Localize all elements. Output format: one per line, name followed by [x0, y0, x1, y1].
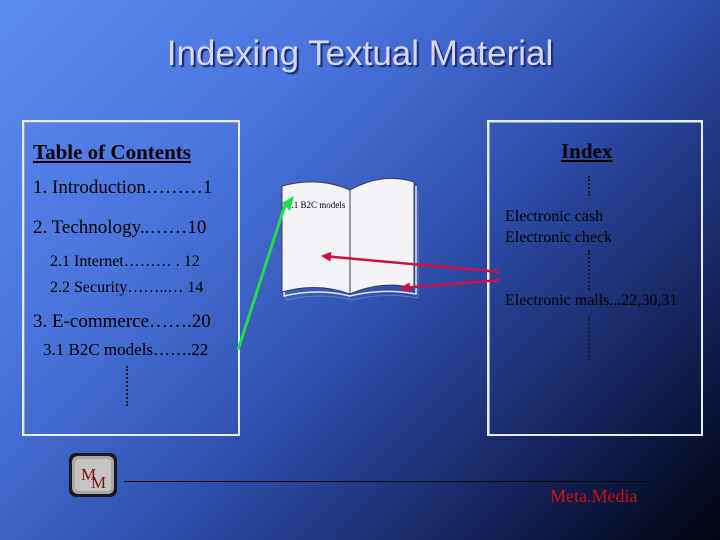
index-dots-middle: [588, 250, 590, 290]
index-panel: [487, 120, 703, 436]
toc-entry-security: 2.2 Security……..… 14: [50, 279, 204, 296]
toc-entry-internet: 2.1 Internet……… . 12: [50, 253, 200, 270]
index-dots-bottom: [588, 316, 590, 360]
brand-name: Meta.Media: [550, 486, 638, 506]
book-page-label: 3.1 B2C models: [287, 200, 346, 210]
slide-title: Indexing Textual Material: [166, 34, 554, 73]
logo-letter-1: M: [81, 465, 96, 484]
index-heading: Index: [561, 139, 612, 164]
index-heading-text: Index: [561, 139, 613, 163]
index-entry-electronic-malls: Electronic malls...22,30,31: [505, 292, 678, 309]
toc-entry-introduction: 1. Introduction………1: [33, 177, 213, 198]
toc-entry-ecommerce: 3. E-commerce…….20: [33, 311, 211, 332]
footer-rule: [124, 481, 650, 482]
index-entry-electronic-cash: Electronic cash: [505, 208, 604, 225]
toc-entry-technology: 2. Technology..……10: [33, 217, 207, 238]
open-book-icon: [281, 177, 419, 301]
toc-continuation-dots: [126, 366, 128, 406]
red-arrow-lower: [400, 278, 501, 293]
index-entry-electronic-check: Electronic check: [505, 229, 613, 246]
logo-letter-2: M: [91, 473, 106, 492]
toc-heading: Table of Contents: [33, 140, 191, 164]
index-dots-top: [588, 176, 590, 196]
green-arrow: [236, 196, 294, 351]
metamedia-logo: M M: [68, 452, 120, 500]
red-arrow-upper: [321, 251, 501, 274]
toc-panel: [22, 120, 240, 436]
toc-entry-b2c-models: 3.1 B2C models…….22: [43, 340, 209, 359]
